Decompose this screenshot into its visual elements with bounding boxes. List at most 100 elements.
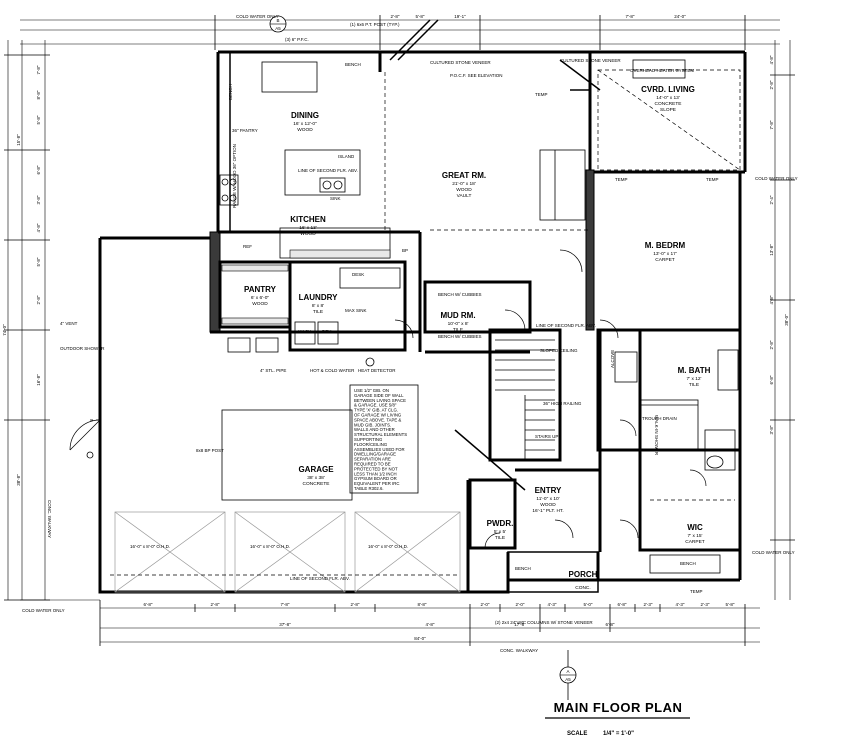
room-pantry: PANTRY bbox=[244, 285, 277, 294]
room-cvrd-living-extra: SLOPE bbox=[660, 107, 676, 113]
room-mud-rm-finish: TILE bbox=[453, 327, 463, 333]
dimension-label: 7'-8" bbox=[769, 120, 774, 129]
exterior-walls bbox=[98, 50, 747, 594]
dimension-label: 3'-8" bbox=[36, 195, 41, 204]
room-dining-size: 16' x 12'-0" bbox=[293, 121, 317, 127]
room-cvrd-living-size: 14'-0" x 13' bbox=[656, 95, 680, 101]
room-labels: DINING 16' x 12'-0" WOOD KITCHEN 16' x 1… bbox=[244, 85, 711, 591]
garage-note-line: SEPARATION ARE bbox=[354, 457, 391, 462]
dimension-label: 7'-8" bbox=[281, 602, 290, 607]
room-m-bath-size: 7' x 12' bbox=[687, 376, 702, 382]
label-cold-water-1: COLD WATER ONLY bbox=[236, 14, 279, 19]
dimension-label: 8'-8" bbox=[36, 90, 41, 99]
dimension-label: 6'-8" bbox=[769, 375, 774, 384]
room-garage-finish: CONCRETE bbox=[303, 481, 330, 487]
garage-note-line: & GARAGE. USE 5/8" bbox=[354, 403, 397, 408]
dimension-label: 6'-8" bbox=[36, 165, 41, 174]
dimension-label: 2'-3" bbox=[644, 602, 653, 607]
label-gas-stove: RANGE W/ HOOD 36" OPTION bbox=[232, 144, 237, 208]
room-pantry-finish: WOOD bbox=[252, 301, 268, 307]
dimension-label: 74'-0" bbox=[2, 324, 7, 336]
dimension-label: 5'-8" bbox=[726, 602, 735, 607]
garage-note-line: GYPSUM BOARD OR bbox=[354, 476, 397, 481]
dimension-label: 84'-0" bbox=[414, 636, 426, 641]
label-gmp: (3) 6" P.F.C. bbox=[285, 37, 309, 42]
dimension-lines bbox=[4, 15, 795, 646]
title-block: MAIN FLOOR PLAN SCALE 1/4" = 1'-0" bbox=[545, 700, 690, 737]
dimension-label: 16'-8" bbox=[36, 374, 41, 386]
label-bench-cubbies-2: BENCH W/ CUBBIES bbox=[438, 334, 482, 339]
label-bench-wic: BENCH bbox=[680, 561, 696, 566]
dimension-label: 5'-8" bbox=[36, 115, 41, 124]
garage-note-line: ASSEMBLIES USED FOR bbox=[354, 447, 405, 452]
section-marker-bottom: A A5 bbox=[559, 650, 577, 700]
room-wic: WIC bbox=[687, 523, 703, 532]
room-great-rm: GREAT RM. bbox=[442, 171, 486, 180]
room-m-bedrm-finish: CARPET bbox=[655, 257, 675, 263]
room-mud-rm: MUD RM. bbox=[440, 311, 475, 320]
garage-note-line: USE 1/2" GIB. ON bbox=[354, 388, 389, 393]
garage-note-line: FLOOR/CEILING bbox=[354, 442, 388, 447]
dimension-label: 2'-8" bbox=[351, 602, 360, 607]
dimension-label: 15'-8" bbox=[16, 134, 21, 146]
label-temp: TEMP bbox=[535, 92, 548, 97]
label-pantry: 36" PANTRY bbox=[232, 128, 258, 133]
garage-note-line: TABLE R302.6. bbox=[354, 486, 384, 491]
label-rail: 36" HIGH RAILING bbox=[543, 401, 582, 406]
room-m-bath-finish: TILE bbox=[689, 382, 699, 388]
dimension-label: 6'-8" bbox=[144, 602, 153, 607]
dimension-label: 5'-8" bbox=[416, 14, 425, 19]
garage-note-line: LESS THAN 1/2 INCH bbox=[354, 471, 397, 476]
room-entry: ENTRY bbox=[535, 486, 562, 495]
label-bench-top: BENCH bbox=[345, 62, 361, 67]
label-cultured-stone-2: CULTURED STONE VENEER bbox=[560, 58, 621, 63]
section-marker-top: B A5 bbox=[269, 15, 287, 33]
dimension-label: 6'-8" bbox=[618, 602, 627, 607]
room-entry-size: 11'-0" x 10' bbox=[536, 496, 559, 502]
label-line-second-flr: LINE OF SECOND FLR. ABV. bbox=[298, 168, 358, 173]
garage-note-line: TYPE 'X' GIB. AT CLG. bbox=[354, 408, 398, 413]
room-pwdr-finish: TILE bbox=[495, 535, 505, 541]
dimension-label: 2'-0" bbox=[516, 602, 525, 607]
label-temp-2: TEMP bbox=[615, 177, 628, 182]
room-entry-finish: WOOD bbox=[540, 502, 556, 508]
garage-note-line: SUPPORTING bbox=[354, 437, 383, 442]
label-island: ISLAND bbox=[338, 154, 355, 159]
room-wic-finish: CARPET bbox=[685, 539, 705, 545]
dimension-label: 2'-3" bbox=[701, 602, 710, 607]
marker-top-sheet: A5 bbox=[275, 26, 281, 31]
label-temp-4: TEMP bbox=[690, 589, 703, 594]
room-garage-size: 38' x 38' bbox=[307, 475, 325, 481]
label-walk-in-shower: WALK-IN SHOWER bbox=[654, 415, 659, 456]
dimension-label: 2'-8" bbox=[769, 80, 774, 89]
room-great-rm-size: 21'-0" x 18' bbox=[452, 181, 476, 187]
label-cold-water-4: COLD WATER ONLY bbox=[22, 608, 65, 613]
room-great-rm-extra: VAULT bbox=[457, 193, 472, 199]
dimension-label: 8'-8" bbox=[418, 602, 427, 607]
label-columns: (2) 2x4 24"x80" COLUMNS W/ STONE VENEER bbox=[495, 620, 593, 625]
dimension-label: 4'-8" bbox=[426, 622, 435, 627]
dimension-label: 2'-0" bbox=[481, 602, 490, 607]
dimension-label: 2'-8" bbox=[391, 14, 400, 19]
label-trough-drain: TROUGH DRAIN bbox=[642, 416, 677, 421]
garage-note-line: OF GARAGE W/ LIVING bbox=[354, 413, 402, 418]
dimension-label: 2'-8" bbox=[769, 340, 774, 349]
room-pantry-size: 6' x 6'-0" bbox=[251, 295, 269, 301]
garage-note-line: MUD GIB. JOINTS. bbox=[354, 422, 391, 427]
label-vent: 4" VENT bbox=[60, 321, 78, 326]
label-od-2: 16'-0" x 8'-0" O.H.D. bbox=[250, 544, 290, 549]
garage-note-line: DWELLING/GARAGE bbox=[354, 452, 396, 457]
garage-note-line: PROTECTED BY NOT bbox=[354, 466, 398, 471]
marker-bottom-sheet: A5 bbox=[565, 677, 571, 682]
label-stairs-up: STAIRS UP bbox=[535, 434, 558, 439]
room-laundry: LAUNDRY bbox=[299, 293, 338, 302]
room-pwdr: PWDR. bbox=[487, 519, 514, 528]
dimension-label: 2'-8" bbox=[211, 602, 220, 607]
laundry-details bbox=[221, 264, 401, 345]
garage-note-line: WALLS AND OTHER bbox=[354, 427, 395, 432]
room-porch: PORCH bbox=[569, 570, 598, 579]
garage-note-line: GARAGE SIDE OF WALL bbox=[354, 393, 404, 398]
dimension-label: 17'-8" bbox=[514, 622, 526, 627]
label-line-second-flr-3: LINE OF SECOND FLR. ABV. bbox=[290, 576, 350, 581]
room-mud-rm-size: 10'-0" x 8' bbox=[448, 321, 469, 327]
